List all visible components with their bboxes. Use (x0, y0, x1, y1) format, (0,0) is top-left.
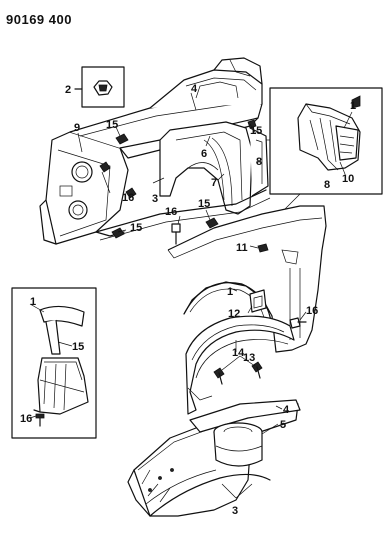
callout-4-lower: 4 (283, 404, 290, 416)
callout-5: 5 (280, 419, 286, 431)
callout-3-lower: 3 (232, 505, 238, 517)
callout-1-fender: 1 (227, 286, 233, 298)
callout-15-cowl: 15 (250, 125, 262, 137)
callout-1-inset: 1 (350, 100, 356, 112)
callout-8-rail: 8 (256, 156, 262, 168)
drawing-number: 90169 400 (6, 12, 72, 27)
wheelhouse-assembly (127, 399, 301, 517)
callout-12: 12 (228, 308, 240, 320)
callout-4-upper: 4 (191, 83, 198, 95)
callout-16-bolt: 16 (165, 206, 177, 218)
callout-16-fender: 16 (306, 305, 318, 317)
callout-8-inset: 8 (324, 179, 330, 191)
callout-labels: 2 4 9 15 15 6 8 7 3 16 16 15 15 1 8 10 1… (20, 83, 356, 517)
callout-15-mid: 15 (198, 198, 210, 210)
leader-lines (29, 92, 307, 499)
front-body-structure (39, 57, 271, 245)
fender (167, 205, 327, 353)
callout-16-left-inset: 16 (20, 413, 32, 425)
callout-16-left: 16 (122, 192, 134, 204)
callout-7: 7 (211, 177, 217, 189)
callout-13: 13 (243, 352, 255, 364)
callout-6: 6 (201, 148, 207, 160)
callout-15-left-inset: 15 (72, 341, 84, 353)
inset-box-splash-shield (11, 287, 97, 439)
callout-14: 14 (232, 347, 245, 359)
callout-15-upper: 15 (106, 119, 118, 131)
callout-3-upper: 3 (152, 193, 158, 205)
inset-box-bracket-detail (256, 87, 383, 213)
callout-1-left-inset: 1 (30, 296, 36, 308)
inset-box-clip (74, 66, 125, 108)
callout-11: 11 (236, 242, 248, 254)
callout-9: 9 (74, 122, 80, 134)
splash-shield (185, 315, 295, 415)
callout-10: 10 (342, 173, 354, 185)
callout-15-lower: 15 (130, 222, 142, 234)
callout-2: 2 (65, 84, 71, 96)
